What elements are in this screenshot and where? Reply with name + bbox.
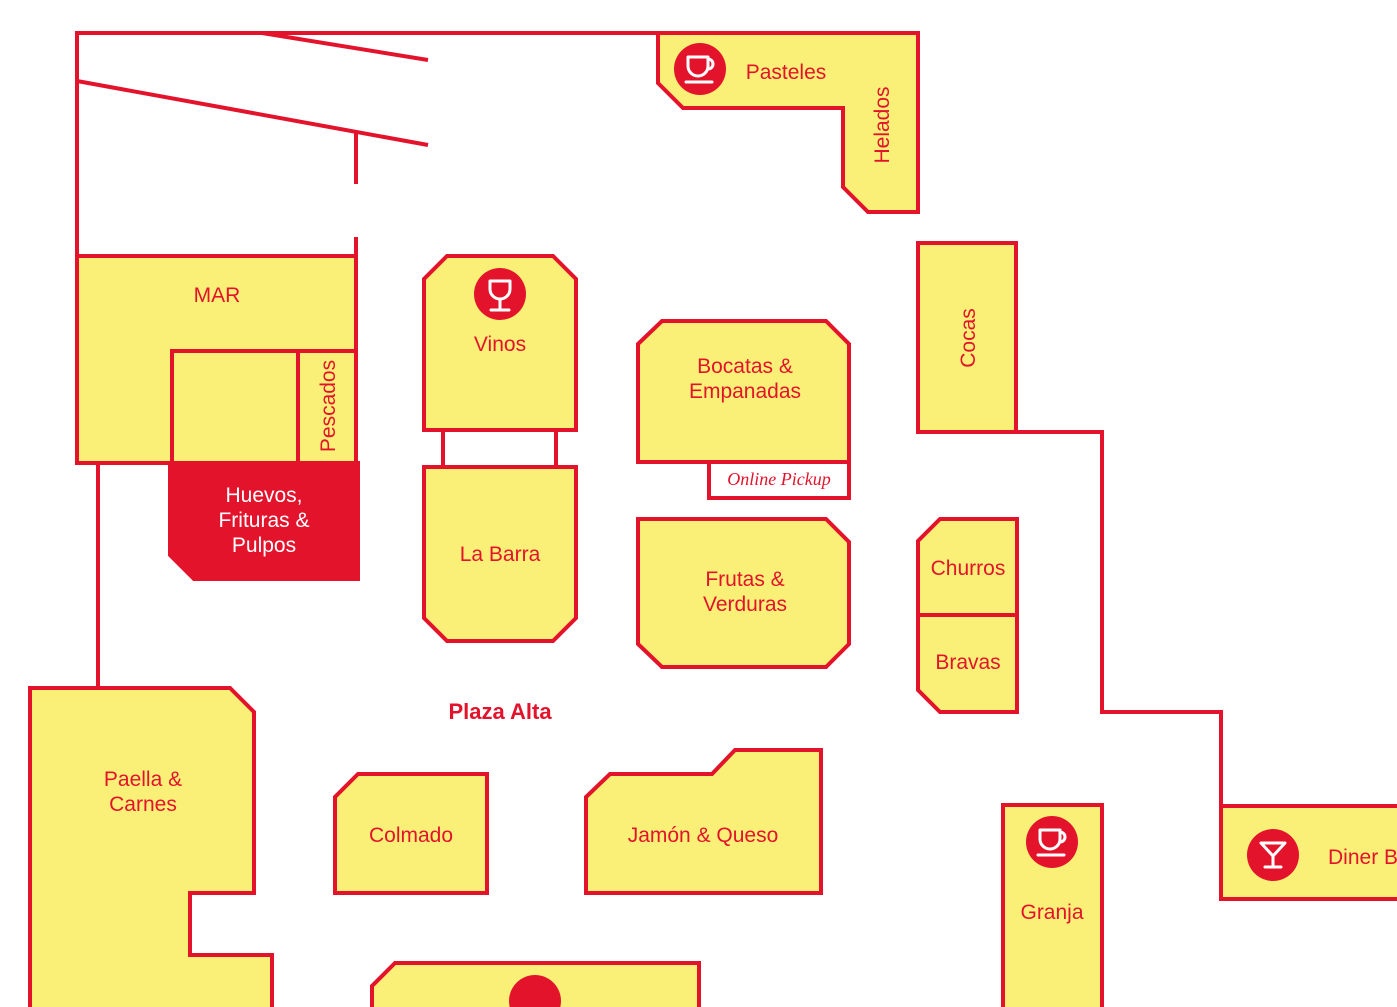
label-colmado: Colmado bbox=[369, 824, 453, 847]
label-frutas-2: Verduras bbox=[703, 593, 787, 616]
cocktail-glass-icon bbox=[509, 975, 561, 1007]
label-pescados: Pescados bbox=[317, 360, 340, 452]
coffee-cup-icon bbox=[674, 43, 726, 95]
coffee-cup-icon bbox=[1026, 816, 1078, 868]
label-bravas: Bravas bbox=[935, 651, 1000, 674]
label-jamon: Jamón & Queso bbox=[628, 824, 779, 847]
label-huevos-2: Frituras & bbox=[218, 509, 309, 532]
stall-huevos[interactable]: Huevos, Frituras & Pulpos bbox=[168, 461, 360, 581]
label-diner: Diner B bbox=[1328, 846, 1397, 869]
label-cocas: Cocas bbox=[957, 308, 980, 368]
wine-glass-glyph bbox=[488, 279, 512, 312]
stall-colmado[interactable]: Colmado bbox=[333, 772, 489, 895]
stall-frutas[interactable]: Frutas & Verduras bbox=[636, 517, 851, 669]
label-huevos-3: Pulpos bbox=[232, 534, 296, 557]
label-huevos-1: Huevos, bbox=[225, 484, 302, 507]
label-bocatas-2: Empanadas bbox=[689, 380, 801, 403]
label-frutas-1: Frutas & bbox=[705, 568, 784, 591]
label-helados: Helados bbox=[871, 86, 894, 163]
wine-glass-icon bbox=[474, 268, 526, 320]
label-bocatas-1: Bocatas & bbox=[697, 355, 793, 378]
stall-la-barra[interactable]: La Barra bbox=[422, 465, 578, 643]
label-mar: MAR bbox=[194, 284, 241, 307]
label-paella-1: Paella & bbox=[104, 768, 182, 791]
label-churros: Churros bbox=[931, 557, 1006, 580]
stall-granja[interactable]: Granja bbox=[1001, 803, 1104, 1007]
mar-inner-stall[interactable] bbox=[170, 349, 300, 465]
stall-mar[interactable]: MAR Pescados bbox=[75, 254, 358, 465]
coffee-cup-glyph bbox=[684, 55, 715, 84]
label-la-barra: La Barra bbox=[460, 543, 541, 566]
stall-paella[interactable]: Paella & Carnes bbox=[28, 686, 274, 1007]
coffee-cup-glyph bbox=[1036, 828, 1067, 857]
label-pasteles: Pasteles bbox=[746, 61, 827, 84]
stall-vinos[interactable]: Vinos bbox=[422, 254, 578, 432]
stall-bottom[interactable] bbox=[370, 961, 701, 1007]
stall-churros[interactable]: Churros bbox=[916, 517, 1019, 617]
online-pickup-box[interactable] bbox=[707, 460, 851, 500]
cocktail-glass-glyph bbox=[1259, 841, 1287, 869]
plaza-label: Plaza Alta bbox=[448, 699, 552, 724]
stall-cocas[interactable]: Cocas bbox=[916, 241, 1018, 434]
stall-pasteles[interactable]: Pasteles Helados bbox=[656, 31, 920, 214]
stall-bravas[interactable]: Bravas bbox=[916, 613, 1019, 714]
vinos-barra-connector bbox=[441, 430, 558, 467]
stall-bocatas[interactable]: Bocatas & Empanadas Online Pickup bbox=[636, 319, 851, 500]
stall-jamon[interactable]: Jamón & Queso bbox=[584, 748, 823, 895]
stall-diner[interactable]: Diner B bbox=[1219, 804, 1397, 901]
label-granja: Granja bbox=[1020, 901, 1083, 924]
label-online-pickup: Online Pickup bbox=[727, 469, 830, 489]
label-vinos: Vinos bbox=[474, 333, 526, 356]
label-paella-2: Carnes bbox=[109, 793, 177, 816]
